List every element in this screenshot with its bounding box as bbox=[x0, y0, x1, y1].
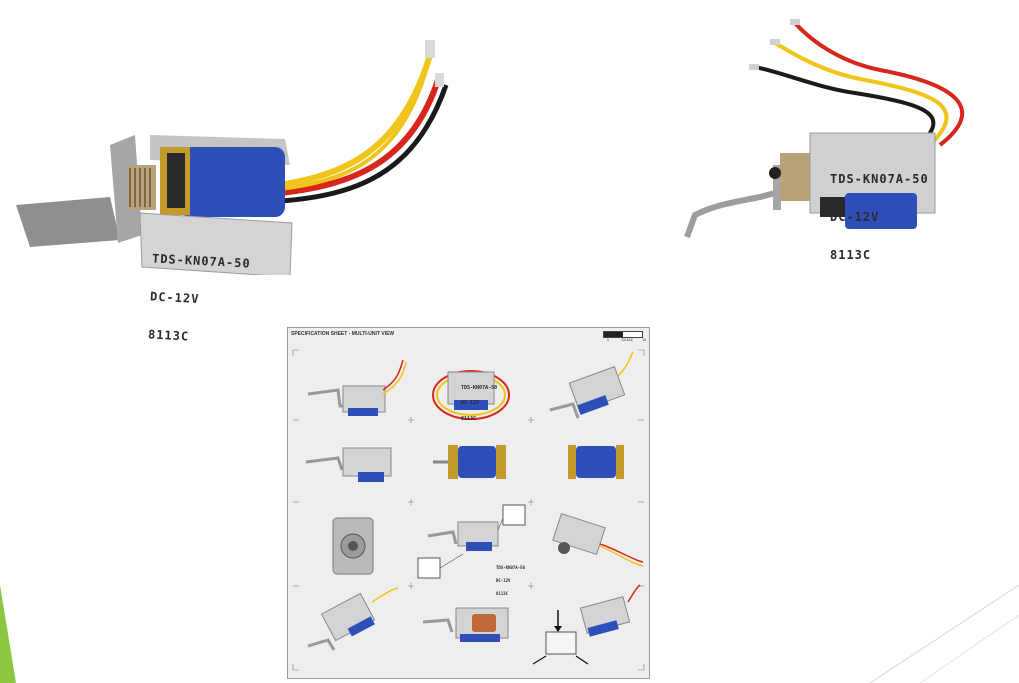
view-1 bbox=[307, 359, 407, 416]
view-4 bbox=[305, 447, 392, 482]
label-line-1: TDS-KN07A-50 bbox=[151, 251, 251, 271]
callout-line-3: 8113C bbox=[496, 590, 509, 596]
scale-bar bbox=[603, 331, 643, 338]
solenoid-right-drawing bbox=[684, 19, 965, 239]
view-12 bbox=[532, 584, 641, 665]
unit-label-line-3: 8113C bbox=[461, 416, 477, 422]
solenoid-left-label: TDS-KN07A-50 DC-12V 8113C bbox=[146, 228, 252, 372]
view-9 bbox=[552, 512, 644, 567]
view-7 bbox=[332, 517, 374, 575]
callout-label: TDS-KN07A-50 DC-12V 8113C bbox=[496, 558, 525, 604]
solenoid-right-label: TDS-KN07A-50 DC-12V 8113C bbox=[830, 148, 929, 287]
view-8 bbox=[417, 504, 526, 579]
callout-line-2: DC-12V bbox=[496, 577, 511, 583]
unit-label-line-1: TDS-KN07A-50 bbox=[461, 384, 498, 391]
unit-label-line-2: DC-12V bbox=[461, 400, 480, 407]
specification-sheet: SPECIFICATION SHEET - MULTI-UNIT VIEW 0 … bbox=[287, 327, 650, 679]
view-11 bbox=[422, 607, 509, 642]
sheet-title: SPECIFICATION SHEET - MULTI-UNIT VIEW bbox=[291, 331, 395, 337]
view-10 bbox=[307, 587, 399, 651]
scale-label: SCALE bbox=[621, 338, 633, 342]
label-line-3: 8113C bbox=[830, 247, 872, 262]
multi-unit-views bbox=[292, 349, 645, 671]
label-line-2: DC-12V bbox=[149, 289, 200, 306]
solenoid-photo-left: TDS-KN07A-50 DC-12V 8113C bbox=[10, 35, 455, 343]
view-3 bbox=[549, 351, 634, 419]
scale-max-label: 10 bbox=[642, 338, 646, 342]
label-line-1: TDS-KN07A-50 bbox=[830, 172, 929, 187]
label-line-2: DC-12V bbox=[830, 209, 880, 224]
callout-line-1: TDS-KN07A-50 bbox=[496, 565, 525, 571]
view-2 bbox=[432, 370, 510, 420]
solenoid-left-drawing bbox=[16, 40, 449, 278]
green-accent-shape bbox=[0, 585, 16, 683]
unit-label-top-center: TDS-KN07A-50 DC-12V 8113C bbox=[461, 375, 497, 433]
scale-min-label: 0 bbox=[607, 338, 609, 342]
solenoid-photo-right: TDS-KN07A-50 DC-12V 8113C bbox=[675, 15, 975, 261]
decorative-lines bbox=[869, 584, 1019, 683]
label-line-3: 8113C bbox=[147, 327, 190, 344]
view-6 bbox=[568, 445, 624, 479]
view-5 bbox=[433, 445, 506, 479]
